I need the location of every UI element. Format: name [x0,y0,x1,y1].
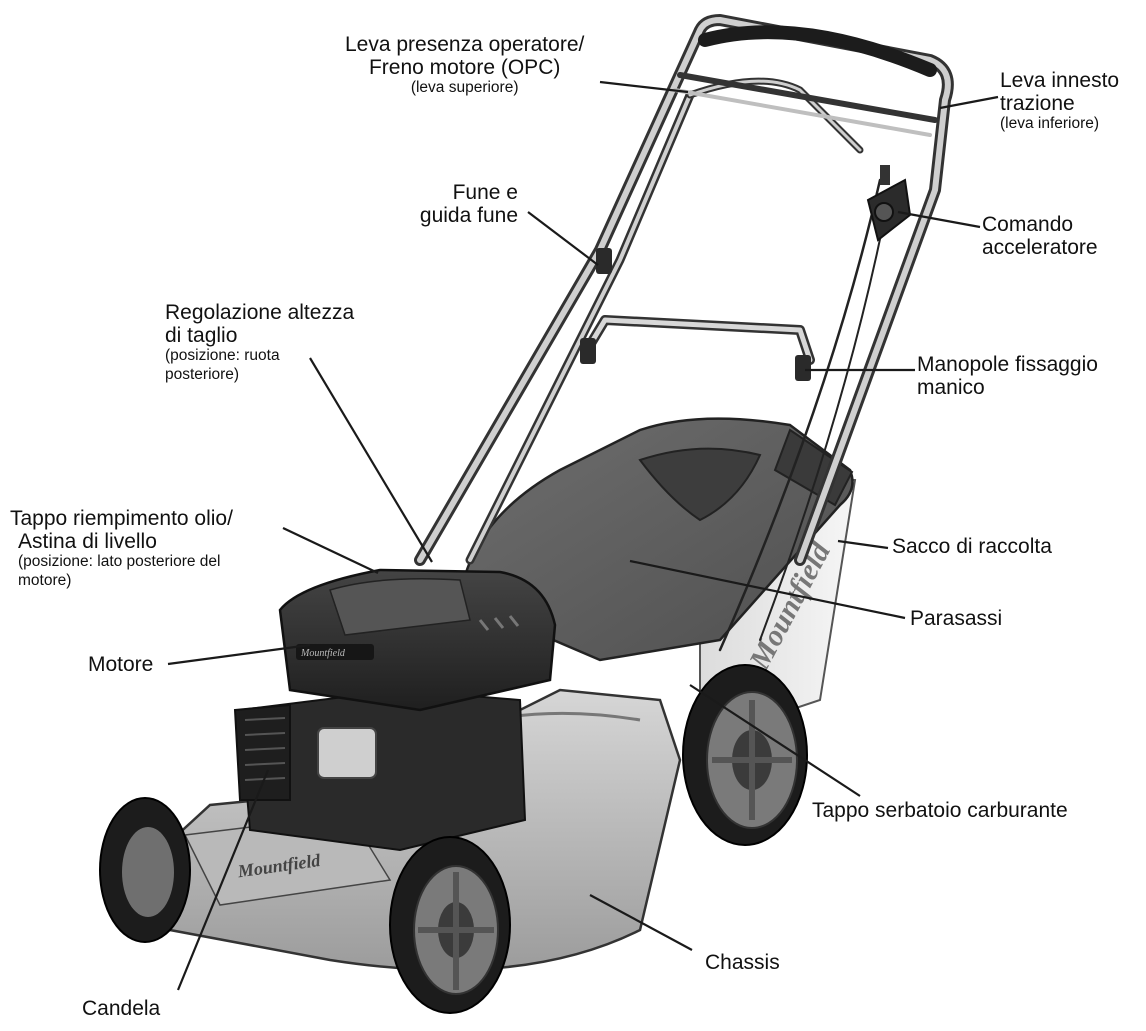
label-throttle: Comando acceleratore [982,213,1098,259]
label-flap-text: Parasassi [910,607,1003,630]
label-oil-line2: Astina di livello [18,529,157,553]
handle-knob-right-icon [795,355,811,381]
label-engine-text: Motore [88,653,154,676]
throttle-control-icon [866,165,912,242]
label-plug-text: Candela [82,997,161,1020]
label-cable-line1: Fune e [452,181,518,204]
label-drive-lever: Leva innesto trazione (leva inferiore) [1000,69,1120,134]
label-oil-note1: (posizione: lato posteriore del [18,553,221,571]
label-opc-line1: Leva presenza operatore/ [345,33,585,56]
engine: Mountfield [233,568,557,852]
label-oil-note2: motore) [18,572,72,590]
cable-guide-icon [596,248,612,274]
label-fuel-cap: Tappo serbatoio carburante [812,799,1068,823]
label-cutting-height: Regolazione altezza di taglio (posizione… [165,301,355,385]
label-flap: Parasassi [910,607,1003,631]
leader-lines [167,80,999,991]
label-chassis: Chassis [705,951,780,975]
label-throttle-line1: Comando [982,213,1074,236]
label-height-note2: posteriore) [165,366,240,384]
label-opc-note: (leva superiore) [410,79,519,97]
label-oil-cap: Tappo riempimento olio/ Astina di livell… [10,507,233,591]
label-drive-line2: trazione [1000,91,1075,115]
engine-brand-text: Mountfield [300,648,346,659]
label-throttle-line2: acceleratore [982,235,1098,259]
label-engine: Motore [88,653,154,677]
label-height-line2: di taglio [165,323,238,347]
label-opc-lever: Leva presenza operatore/ Freno motore (O… [345,33,585,98]
label-opc-line2: Freno motore (OPC) [368,55,561,79]
label-oil-line1: Tappo riempimento olio/ [10,507,233,530]
label-height-note1: (posizione: ruota [165,347,280,365]
label-fuel-text: Tappo serbatoio carburante [812,799,1068,822]
label-bag-text: Sacco di raccolta [892,535,1052,558]
label-collection-bag: Sacco di raccolta [892,535,1052,559]
label-height-line1: Regolazione altezza [165,301,355,324]
label-knobs-line1: Manopole fissaggio [917,353,1098,376]
front-wheel-right [389,836,511,1014]
label-cable-guide: Fune e guida fune [402,181,518,227]
label-cable-line2: guida fune [419,203,518,227]
label-spark-plug: Candela [82,997,161,1021]
handle-knob-left-icon [580,338,596,364]
label-handle-knobs: Manopole fissaggio manico [917,353,1098,399]
handle [414,14,954,652]
front-wheel-left [99,797,191,943]
label-drive-line1: Leva innesto [1000,69,1120,92]
label-drive-note: (leva inferiore) [1000,115,1100,133]
rear-wheel [682,664,808,846]
label-chassis-text: Chassis [705,951,780,974]
label-knobs-line2: manico [917,375,985,399]
